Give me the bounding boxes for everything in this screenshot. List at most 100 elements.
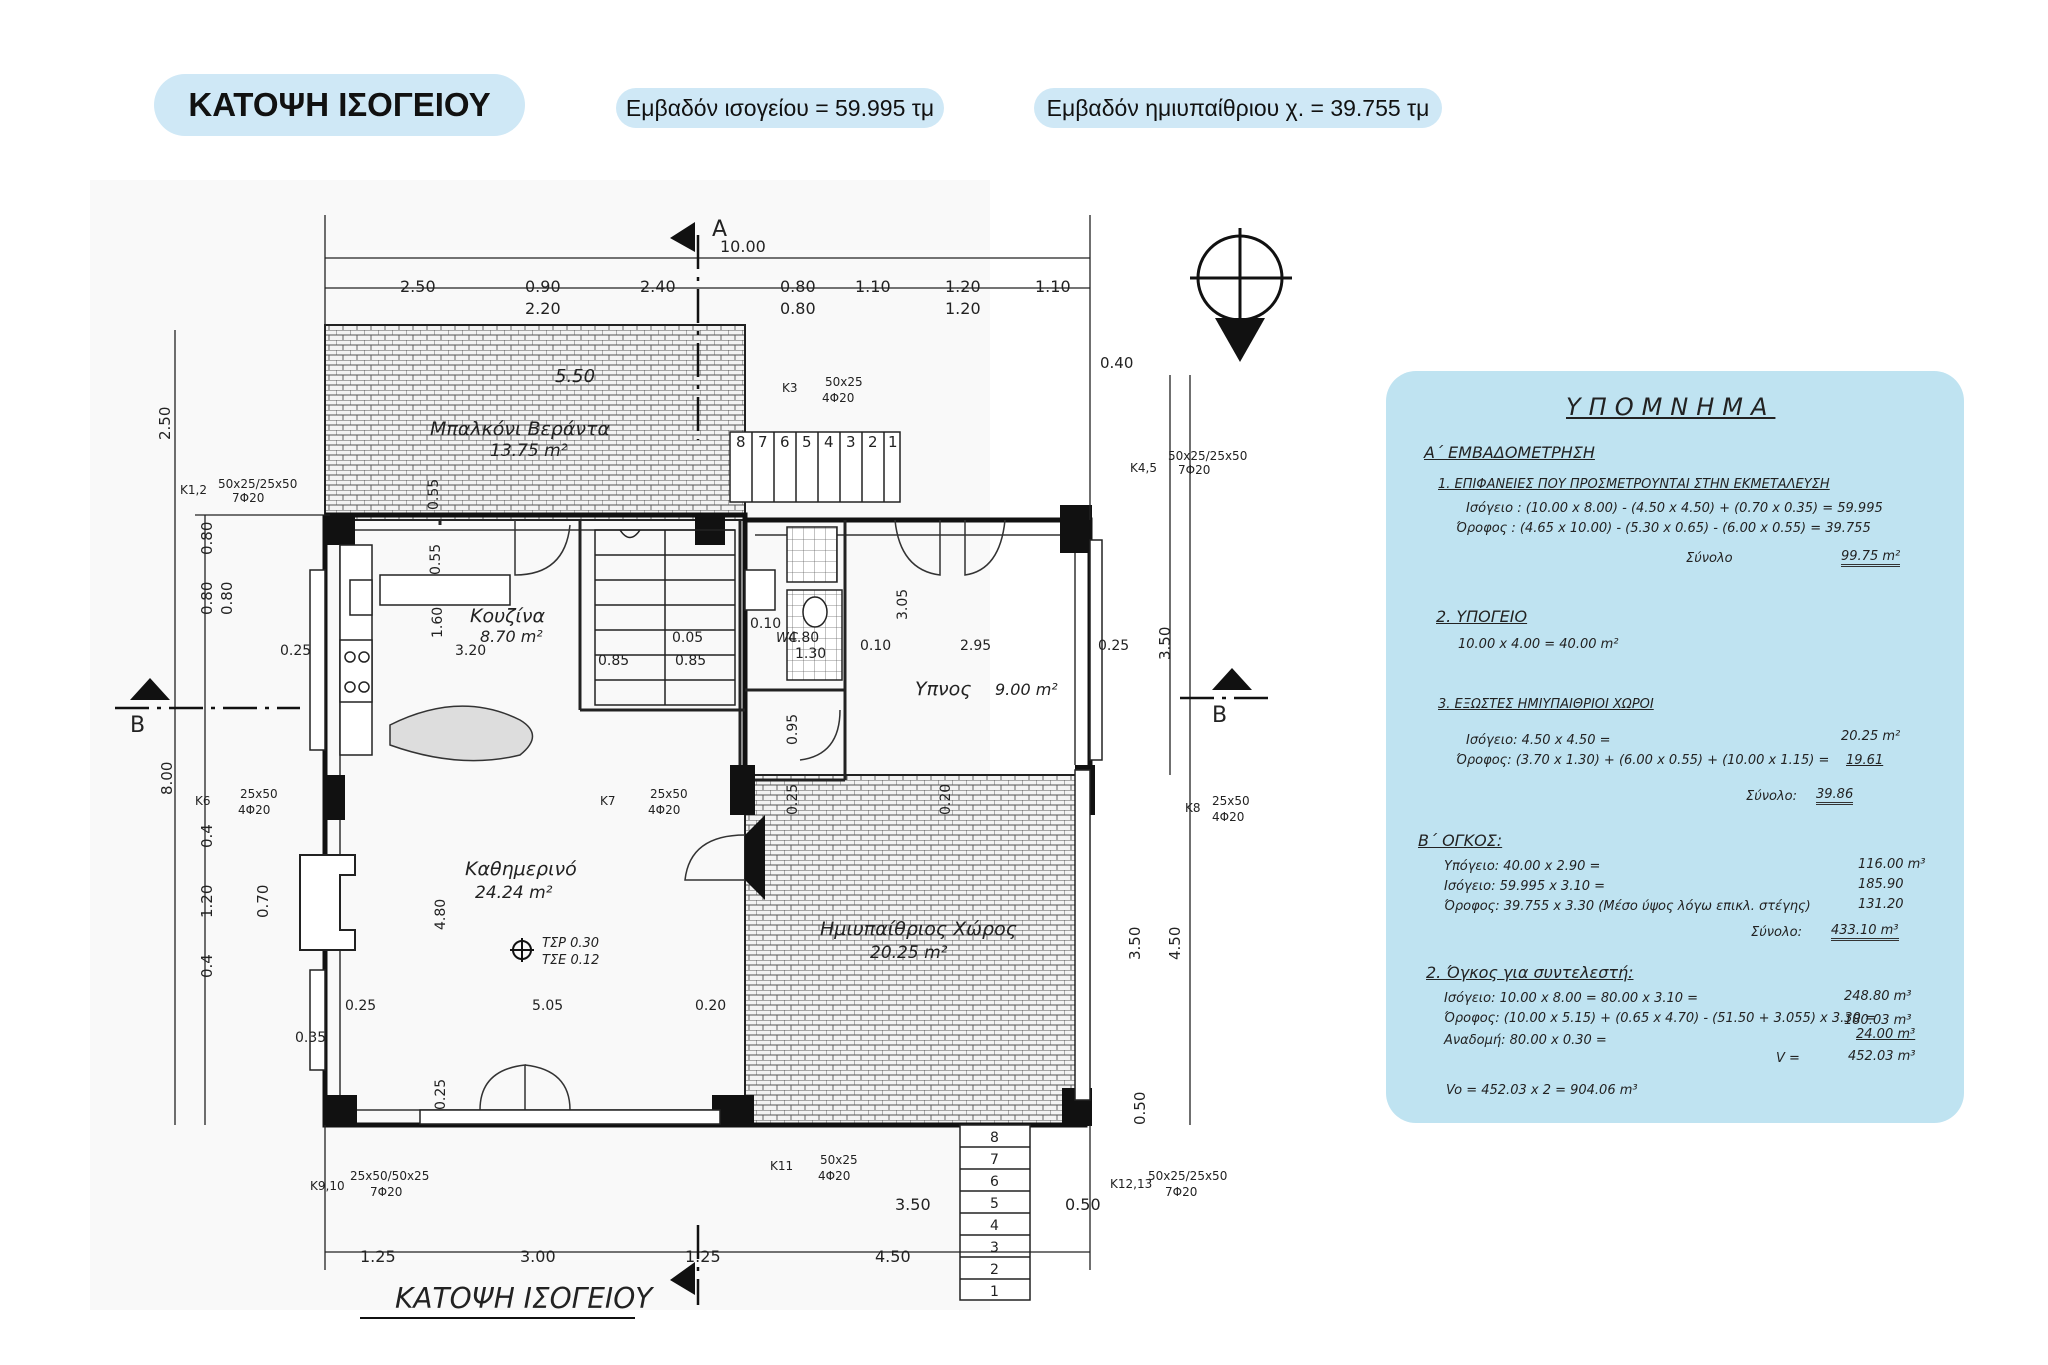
- dim-label: 1.60: [430, 607, 446, 638]
- column-label: K6: [195, 794, 211, 808]
- level-mark: ΤΣΡ 0.30: [542, 936, 599, 951]
- dim-label: 0.70: [254, 885, 272, 918]
- balcony-area-label: 13.75 m²: [490, 441, 568, 461]
- ground-floor-area-badge: Εμβαδόν ισογείου = 59.995 τμ: [616, 88, 944, 128]
- column-label: 50x25: [820, 1153, 858, 1167]
- dim-label: 2.95: [960, 638, 991, 654]
- dim-label: 3.00: [520, 1247, 556, 1266]
- interior-staircase: [594, 529, 736, 706]
- legend-section-a: Α΄ ΕΜΒΑΔΟΜΕΤΡΗΣΗ: [1424, 443, 1595, 462]
- column-label: 4Φ20: [1212, 810, 1244, 824]
- dim-label: 0.55: [428, 544, 444, 575]
- dim-label: 2.50: [400, 277, 436, 296]
- column-label: 4Φ20: [648, 803, 680, 817]
- dim-label: 0.25: [433, 1079, 449, 1110]
- dim-label: 3.20: [455, 643, 486, 659]
- column-label: 50x25/25x50: [218, 477, 297, 491]
- balcony-dim: 5.50: [555, 366, 595, 387]
- semi-open-label: Ημιυπαίθριος Χώρος: [820, 918, 1017, 940]
- balcony-label: Μπαλκόνι Βεράντα: [430, 418, 610, 440]
- level-marker-icon: [510, 938, 534, 962]
- semi-open-area-badge: Εμβαδόν ημιυπαίθριου χ. = 39.755 τμ: [1034, 88, 1442, 128]
- column-label: 7Φ20: [232, 491, 264, 505]
- balcony-area: [324, 324, 746, 521]
- legend-title: ΥΠΟΜΝΗΜΑ: [1566, 393, 1776, 421]
- dim-label: 3.50: [1156, 627, 1174, 660]
- column-label: 25x50: [650, 787, 688, 801]
- legend-sum-label: Σύνολο:: [1751, 925, 1802, 940]
- dim-label: 0.80: [780, 277, 816, 296]
- legend-value: 24.00 m³: [1856, 1027, 1916, 1042]
- dim-label: 0.55: [426, 479, 442, 510]
- dim-label: 0.05: [672, 630, 703, 646]
- stair-number: 6: [780, 433, 790, 451]
- column-label: 50x25: [825, 375, 863, 389]
- column-label: 4Φ20: [818, 1169, 850, 1183]
- dim-label: 0.20: [695, 998, 726, 1014]
- column-label: 4Φ20: [822, 391, 854, 405]
- stair-number: 2: [868, 433, 878, 451]
- column-label: K7: [600, 794, 616, 808]
- legend-line: Αναδομή: 80.00 x 0.30 =: [1444, 1033, 1607, 1048]
- legend-line: Όροφος : (4.65 x 10.00) - (5.30 x 0.65) …: [1456, 521, 1871, 536]
- stair-number: 1: [990, 1284, 999, 1300]
- dim-label: 1.20: [945, 277, 981, 296]
- dim-label: 0.25: [1098, 638, 1129, 654]
- section-mark-a: A: [712, 217, 727, 242]
- legend-line: Ισόγειο: 4.50 x 4.50 =: [1466, 733, 1611, 748]
- total-width-dim: 10.00: [720, 237, 766, 256]
- dim-label: 0.90: [525, 277, 561, 296]
- dim-label: 0.20: [938, 784, 954, 815]
- dim-label: 0.10: [860, 638, 891, 654]
- legend-value: 116.00 m³: [1858, 857, 1926, 872]
- dim-label: 0.80: [780, 299, 816, 318]
- windows: [309, 539, 1103, 1125]
- plan-bottom-title: ΚΑΤΟΨΗ ΙΣΟΓΕΙΟΥ: [395, 1282, 654, 1315]
- dim-label: 3.05: [895, 589, 911, 620]
- legend-value: 131.20: [1858, 897, 1904, 912]
- legend-line: Όροφος: (3.70 x 1.30) + (6.00 x 0.55) + …: [1456, 753, 1830, 768]
- legend-value: 20.25 m²: [1841, 729, 1901, 744]
- stair-number: 4: [990, 1218, 999, 1234]
- fireplace: [299, 854, 356, 951]
- column-label: 7Φ20: [1165, 1185, 1197, 1199]
- dim-label: 4.50: [1166, 927, 1184, 960]
- bedroom-label: Υπνος: [915, 678, 971, 700]
- legend-value: 185.90: [1858, 877, 1904, 892]
- dimension-lines: [174, 215, 1191, 1270]
- dim-label: 4.80: [788, 630, 819, 646]
- dim-label: 0.80: [198, 582, 216, 615]
- legend-sum-value: 433.10 m³: [1831, 923, 1899, 941]
- kitchen-label: Κουζίνα: [470, 605, 545, 627]
- stair-number: 6: [990, 1174, 999, 1190]
- dim-label: 0.40: [1100, 354, 1133, 372]
- dim-label: 1.10: [855, 277, 891, 296]
- kitchen-area-label: 8.70 m²: [480, 627, 543, 646]
- legend-sum-label: Σύνολο:: [1746, 789, 1797, 804]
- column-label: K3: [782, 381, 798, 395]
- stair-number: 8: [990, 1130, 999, 1146]
- stair-number: 1: [888, 433, 898, 451]
- stair-number: 4: [824, 433, 834, 451]
- top-exterior-stair: [729, 431, 901, 503]
- dim-label: 2.20: [525, 299, 561, 318]
- bathroom-fixtures: [744, 526, 843, 681]
- dim-label: 0.85: [598, 653, 629, 669]
- bottom-exterior-stair: [959, 1124, 1031, 1301]
- legend-section-b: Β΄ ΟΓΚΟΣ:: [1418, 831, 1503, 850]
- dim-label: 0.50: [1131, 1092, 1149, 1125]
- column-label: 4Φ20: [238, 803, 270, 817]
- column-label: K12,13: [1110, 1177, 1152, 1191]
- legend-sum-value: 39.86: [1816, 787, 1854, 805]
- dim-label: 1.20: [198, 885, 216, 918]
- legend-sum-value: 452.03 m³: [1848, 1049, 1916, 1064]
- dim-label: 0.50: [1065, 1195, 1101, 1214]
- legend-final: Vo = 452.03 x 2 = 904.06 m³: [1446, 1083, 1638, 1098]
- dim-label: 0.10: [750, 616, 781, 632]
- legend-line: Όροφος: 39.755 x 3.30 (Μέσο ύψος λόγω επ…: [1444, 899, 1811, 914]
- dim-label: 0.25: [785, 784, 801, 815]
- column-label: 25x50: [1212, 794, 1250, 808]
- stair-number: 3: [846, 433, 856, 451]
- dim-label: 0.35: [295, 1030, 326, 1046]
- stair-number: 7: [990, 1152, 999, 1168]
